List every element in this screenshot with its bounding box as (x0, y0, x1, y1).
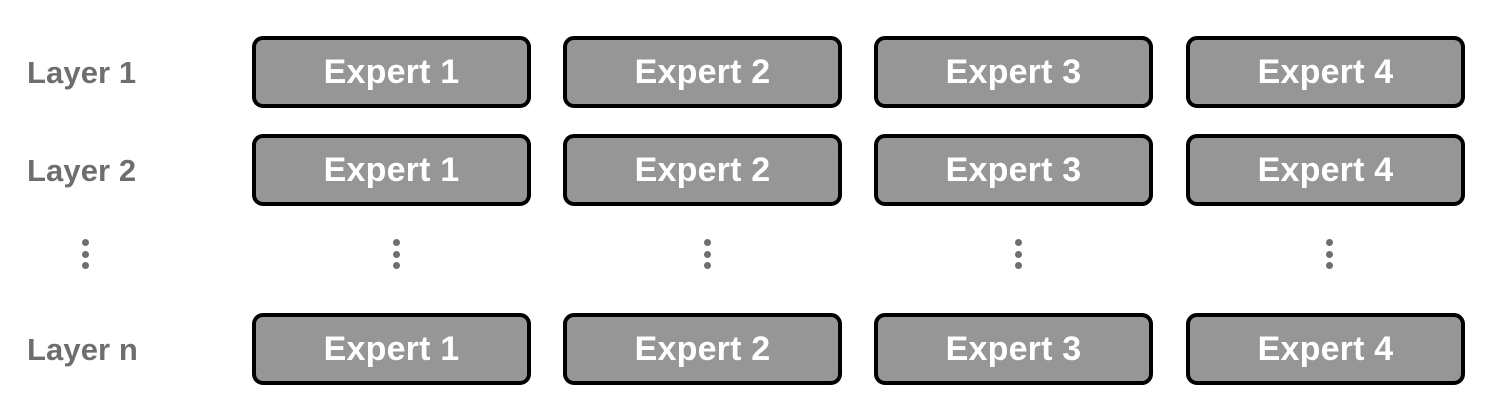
expert-box-layer2-expert4[interactable]: Expert 4 (1186, 134, 1465, 206)
expert-box-layer2-expert2[interactable]: Expert 2 (563, 134, 842, 206)
dot (1325, 262, 1333, 269)
vertical-ellipsis-icon-expert-4-column (1325, 239, 1333, 269)
dot (703, 239, 711, 246)
expert-box-label: Expert 3 (945, 151, 1082, 189)
row-label-layer-1: Layer 1 (27, 55, 137, 90)
dot (81, 239, 89, 246)
expert-box-layern-expert4[interactable]: Expert 4 (1186, 313, 1465, 385)
expert-box-label: Expert 1 (323, 151, 460, 189)
expert-box-layer1-expert4[interactable]: Expert 4 (1186, 36, 1465, 108)
vertical-ellipsis-icon-expert-3-column (1014, 239, 1022, 269)
vertical-ellipsis-icon-expert-2-column (703, 239, 711, 269)
dot (1325, 250, 1333, 258)
dot (703, 250, 711, 258)
dot (703, 262, 711, 269)
expert-box-label: Expert 3 (945, 53, 1082, 91)
dot (81, 250, 89, 258)
expert-box-label: Expert 2 (634, 151, 771, 189)
dot (1014, 250, 1022, 258)
expert-box-label: Expert 2 (634, 53, 771, 91)
expert-box-label: Expert 4 (1257, 53, 1394, 91)
dot (1014, 262, 1022, 269)
expert-box-label: Expert 1 (323, 330, 460, 368)
expert-box-layern-expert2[interactable]: Expert 2 (563, 313, 842, 385)
expert-box-layer2-expert3[interactable]: Expert 3 (874, 134, 1153, 206)
dot (392, 262, 400, 269)
expert-box-label: Expert 4 (1257, 330, 1394, 368)
vertical-ellipsis-icon-expert-1-column (392, 239, 400, 269)
expert-box-label: Expert 3 (945, 330, 1082, 368)
dot (392, 250, 400, 258)
expert-box-layer2-expert1[interactable]: Expert 1 (252, 134, 531, 206)
dot (392, 239, 400, 246)
vertical-ellipsis-icon-layer-column (81, 239, 89, 269)
dot (1325, 239, 1333, 246)
dot (81, 262, 89, 269)
dot (1014, 239, 1022, 246)
row-label-layer-2: Layer 2 (27, 153, 137, 188)
expert-box-layer1-expert2[interactable]: Expert 2 (563, 36, 842, 108)
expert-box-layer1-expert1[interactable]: Expert 1 (252, 36, 531, 108)
expert-box-label: Expert 1 (323, 53, 460, 91)
row-label-layer-n: Layer n (27, 332, 138, 367)
expert-box-label: Expert 4 (1257, 151, 1394, 189)
expert-box-layern-expert1[interactable]: Expert 1 (252, 313, 531, 385)
expert-box-layern-expert3[interactable]: Expert 3 (874, 313, 1153, 385)
expert-box-layer1-expert3[interactable]: Expert 3 (874, 36, 1153, 108)
expert-box-label: Expert 2 (634, 330, 771, 368)
